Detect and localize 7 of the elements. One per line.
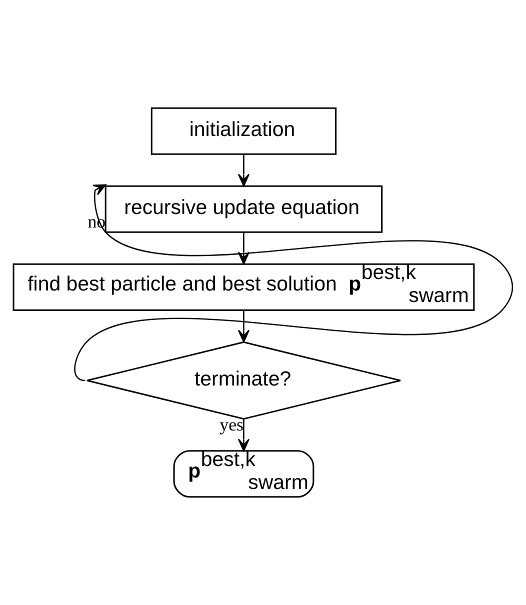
arrow <box>74 184 513 382</box>
node-diamond: terminate? <box>86 341 402 420</box>
arrow <box>238 310 250 342</box>
node-box: recursive update equation <box>104 185 383 233</box>
node-box: initialization <box>150 107 337 155</box>
arrow <box>238 419 250 452</box>
arrow <box>238 154 250 186</box>
